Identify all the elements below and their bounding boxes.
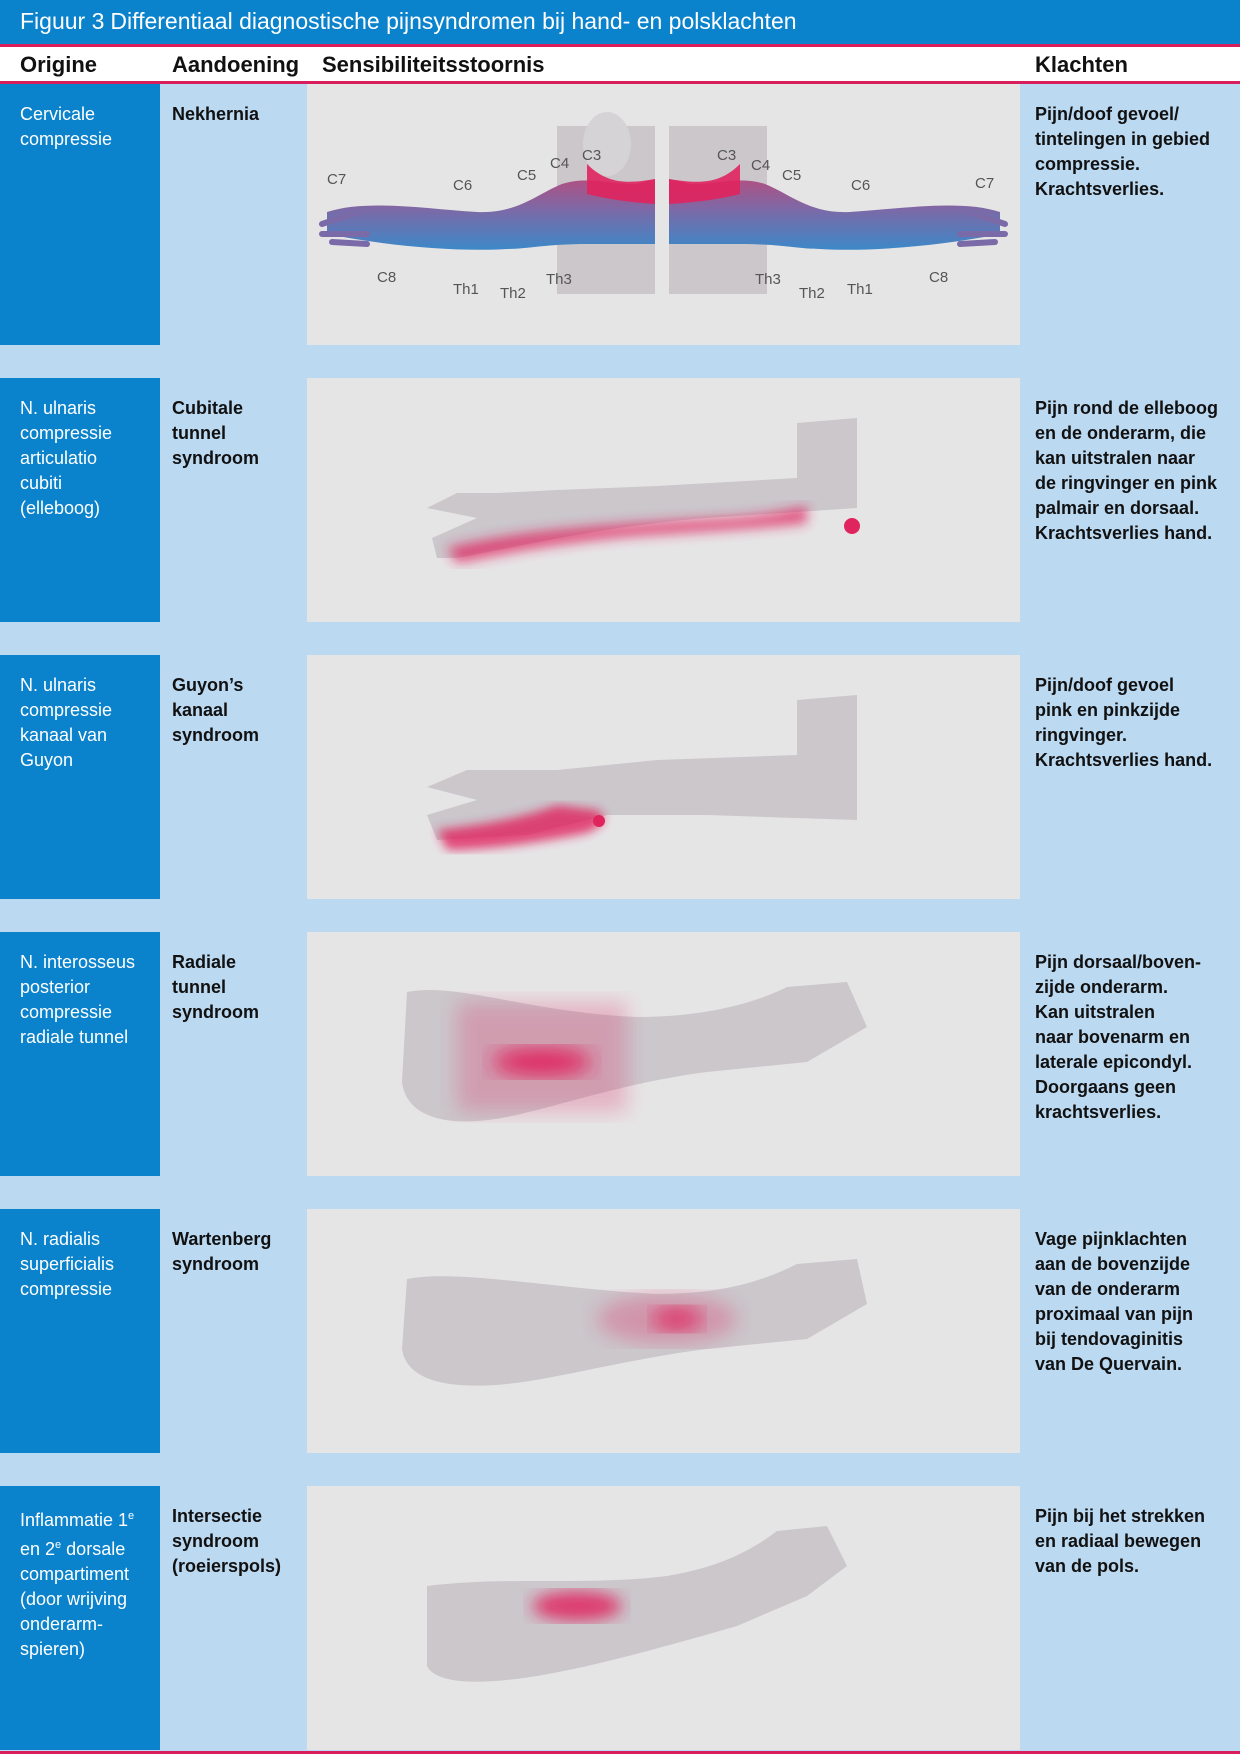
table-row: N. interosseus posterior compressie radi… bbox=[0, 932, 1240, 1176]
superscript: e bbox=[128, 1510, 135, 1522]
origin-text: N. ulnaris compressie kanaal van Guyon bbox=[20, 675, 113, 770]
origin-cell: N. ulnaris compressie articulatio cubiti… bbox=[0, 378, 160, 622]
dermatome-illustration: C7 C6 C5 C4 C3 C8 Th1 Th2 Th3 C3 C4 C5 C… bbox=[307, 84, 1020, 345]
table-row: Cervicale compressie Nekhernia bbox=[0, 84, 1240, 345]
dermatome-label: C6 bbox=[453, 177, 472, 194]
dermatome-label: C3 bbox=[582, 147, 601, 164]
condition-text: Cubitale tunnel syndroom bbox=[172, 398, 260, 468]
figure-caption: Differentiaal diagnostische pijnsyndrome… bbox=[110, 8, 797, 34]
origin-text-part: Inflammatie 1 bbox=[20, 1510, 129, 1530]
pain-area bbox=[532, 1591, 622, 1621]
origin-cell: N. interosseus posterior compressie radi… bbox=[0, 932, 160, 1176]
hand-right bbox=[957, 206, 1008, 247]
condition-text: Wartenberg syndroom bbox=[172, 1229, 272, 1274]
bottom-rule bbox=[0, 1751, 1240, 1754]
dermatome-label: Th3 bbox=[755, 271, 781, 288]
pain-area bbox=[437, 805, 604, 850]
head-left bbox=[583, 112, 631, 176]
table-row: Inflammatie 1e en 2e dorsale compartimen… bbox=[0, 1486, 1240, 1750]
pain-point bbox=[593, 815, 605, 827]
origin-cell: N. ulnaris compressie kanaal van Guyon bbox=[0, 655, 160, 899]
dermatome-label: C3 bbox=[717, 147, 736, 164]
complaints-text: Pijn rond de elleboog en de onderarm, di… bbox=[1035, 398, 1219, 543]
arm-svg bbox=[402, 1259, 867, 1386]
arm-svg bbox=[427, 1526, 847, 1682]
dermatome-label: Th2 bbox=[500, 285, 526, 302]
neck-left-pain bbox=[587, 164, 655, 204]
origin-cell: Cervicale compressie bbox=[0, 84, 160, 345]
dermatome-label: C5 bbox=[517, 167, 536, 184]
condition-text: Guyon’s kanaal syndroom bbox=[172, 675, 260, 745]
condition-text: Radiale tunnel syndroom bbox=[172, 952, 260, 1022]
condition-text: Nekhernia bbox=[172, 104, 260, 124]
origin-text: Inflammatie 1e en 2e dorsale compartimen… bbox=[20, 1504, 134, 1662]
dermatome-label: C7 bbox=[975, 175, 994, 192]
arm-illustration-wartenberg bbox=[307, 1209, 1020, 1453]
condition-text: Intersectie syndroom (roeierspols) bbox=[172, 1506, 282, 1576]
arm-svg bbox=[402, 982, 867, 1122]
figure-number: Figuur 3 bbox=[20, 8, 105, 34]
header-complaints: Klachten bbox=[1035, 52, 1128, 77]
arm-illustration-cubital bbox=[307, 378, 1020, 622]
arm-illustration-guyon bbox=[307, 655, 1020, 899]
arm-left bbox=[327, 179, 655, 250]
dermatome-label: Th1 bbox=[847, 281, 873, 298]
origin-text-part: en 2 bbox=[20, 1539, 56, 1559]
dermatome-label: C5 bbox=[782, 167, 801, 184]
dermatome-label: Th3 bbox=[546, 271, 572, 288]
dermatome-label: C6 bbox=[851, 177, 870, 194]
table-row: N. radialis superficialis compressie War… bbox=[0, 1209, 1240, 1453]
dermatome-label: C8 bbox=[377, 269, 396, 286]
complaints-text: Pijn/doof gevoel pink en pinkzijde ringv… bbox=[1035, 675, 1213, 770]
arm-illustration-intersection bbox=[307, 1486, 1020, 1750]
origin-text: N. radialis superficialis compressie bbox=[20, 1229, 115, 1299]
header-origin: Origine bbox=[20, 52, 98, 77]
dermatome-label: C4 bbox=[550, 155, 569, 172]
pain-area bbox=[492, 1047, 592, 1077]
dermatome-svg: C7 C6 C5 C4 C3 C8 Th1 Th2 Th3 C3 C4 C5 C… bbox=[319, 112, 1008, 302]
arm-illustration-radial-tunnel bbox=[307, 932, 1020, 1176]
origin-text-part: dorsale compartiment (door wrijving onde… bbox=[20, 1539, 130, 1659]
origin-text: N. ulnaris compressie articulatio cubiti… bbox=[20, 398, 113, 518]
dermatome-label: C8 bbox=[929, 269, 948, 286]
arm-svg bbox=[427, 695, 857, 850]
table-header: Origine Aandoening Sensibiliteitsstoorni… bbox=[0, 47, 1240, 84]
arm-shape bbox=[427, 695, 857, 840]
pain-area bbox=[447, 506, 807, 563]
superscript: e bbox=[55, 1539, 62, 1551]
origin-cell: Inflammatie 1e en 2e dorsale compartimen… bbox=[0, 1486, 160, 1750]
arm-shape bbox=[427, 1526, 847, 1682]
complaints-text: Pijn bij het strekken en radiaal bewegen… bbox=[1035, 1506, 1206, 1576]
arm-svg bbox=[427, 418, 860, 563]
dermatome-label: Th2 bbox=[799, 285, 825, 302]
header-condition: Aandoening bbox=[172, 52, 300, 77]
dermatome-label: Th1 bbox=[453, 281, 479, 298]
table-row: N. ulnaris compressie articulatio cubiti… bbox=[0, 378, 1240, 622]
complaints-text: Pijn dorsaal/boven- zijde onderarm. Kan … bbox=[1035, 952, 1202, 1122]
pain-area bbox=[652, 1307, 702, 1331]
origin-text: N. interosseus posterior compressie radi… bbox=[20, 952, 136, 1047]
pain-point bbox=[844, 518, 860, 534]
table-row: N. ulnaris compressie kanaal van Guyon G… bbox=[0, 655, 1240, 899]
dermatome-label: C7 bbox=[327, 171, 346, 188]
dermatome-label: C4 bbox=[751, 157, 770, 174]
header-sensory: Sensibiliteitsstoornis bbox=[322, 52, 545, 77]
origin-cell: N. radialis superficialis compressie bbox=[0, 1209, 160, 1453]
origin-text: Cervicale compressie bbox=[20, 104, 113, 149]
complaints-text: Pijn/doof gevoel/ tintelingen in gebied … bbox=[1035, 104, 1210, 199]
complaints-text: Vage pijnklachten aan de bovenzijde van … bbox=[1035, 1229, 1194, 1374]
neck-right-pain bbox=[669, 164, 740, 204]
arm-shape bbox=[427, 418, 857, 558]
arm-right bbox=[669, 179, 1000, 250]
hand-left bbox=[319, 206, 370, 247]
